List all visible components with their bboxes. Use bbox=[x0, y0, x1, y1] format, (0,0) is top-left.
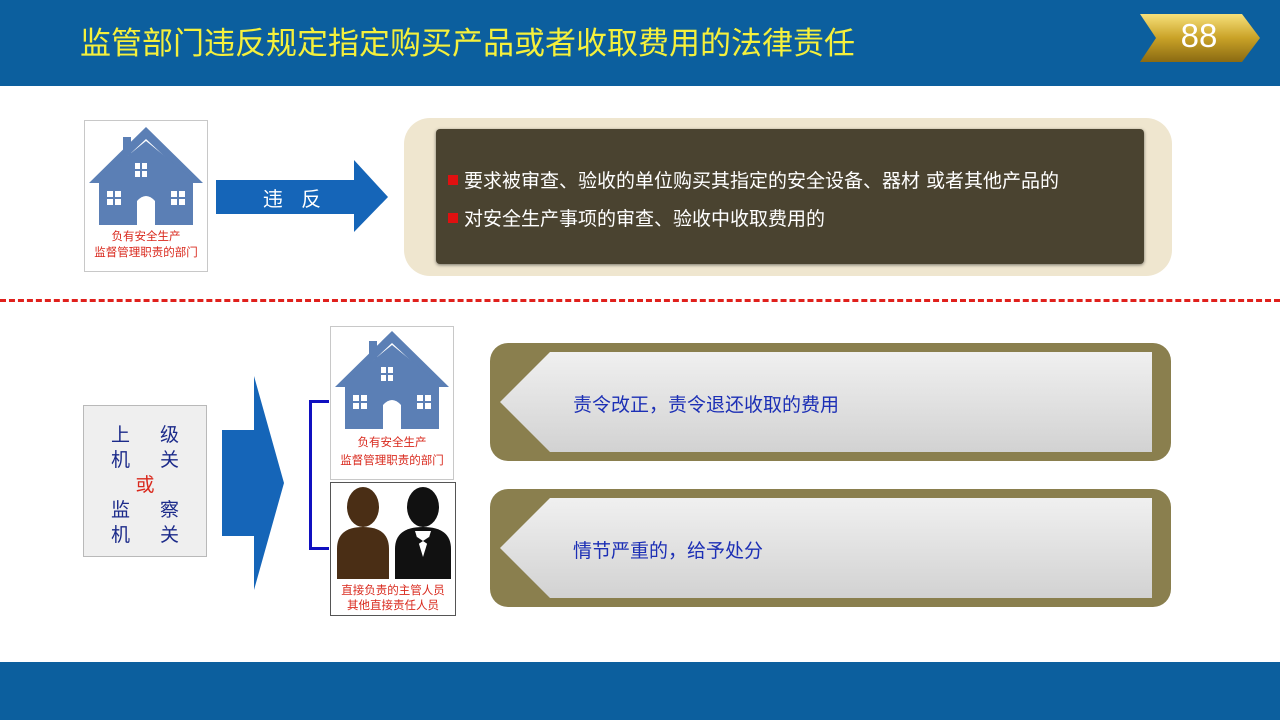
authority-line-1: 上 级 bbox=[110, 424, 192, 446]
penalty-arrow-shape bbox=[500, 498, 1152, 598]
authority-line-2: 机 关 bbox=[110, 449, 192, 471]
department-label-line2: 监督管理职责的部门 bbox=[94, 245, 198, 259]
people-label-line2: 其他直接责任人员 bbox=[347, 598, 439, 612]
violation-text-1: 要求被审查、验收的单位购买其指定的安全设备、器材 或者其他产品的 bbox=[464, 170, 1060, 192]
department-card-top: 负有安全生产 监督管理职责的部门 bbox=[84, 120, 208, 272]
authority-line-4: 监 察 bbox=[110, 499, 192, 521]
bullet-square-icon bbox=[448, 175, 458, 185]
authority-line-5: 机 关 bbox=[110, 524, 192, 546]
violations-box bbox=[436, 129, 1144, 264]
penalty-box-1: 责令改正，责令退还收取的费用 bbox=[490, 343, 1171, 461]
target-bracket bbox=[309, 400, 329, 550]
footer-bar bbox=[0, 662, 1280, 720]
authority-or: 或 bbox=[135, 474, 155, 496]
violation-item-1: 要求被审查、验收的单位购买其指定的安全设备、器材 或者其他产品的 bbox=[448, 166, 1059, 193]
house-icon bbox=[335, 331, 449, 429]
page-title: 监管部门违反规定指定购买产品或者收取费用的法律责任 bbox=[80, 26, 855, 62]
violation-text-2: 对安全生产事项的审查、验收中收取费用的 bbox=[464, 208, 826, 230]
people-label-line1: 直接负责的主管人员 bbox=[341, 583, 445, 597]
big-right-arrow-icon bbox=[222, 376, 284, 590]
section-divider bbox=[0, 299, 1280, 302]
page-number-badge bbox=[1140, 14, 1260, 62]
header-bar bbox=[0, 0, 1280, 86]
department-card-bottom: 负有安全生产 监督管理职责的部门 bbox=[330, 326, 454, 480]
penalty-text-2: 情节严重的，给予处分 bbox=[573, 540, 764, 562]
bullet-square-icon bbox=[448, 213, 458, 223]
penalty-box-2: 情节严重的，给予处分 bbox=[490, 489, 1171, 607]
department-label-line1: 负有安全生产 bbox=[111, 229, 181, 243]
penalty-text-1: 责令改正，责令退还收取的费用 bbox=[573, 394, 840, 416]
violation-item-2: 对安全生产事项的审查、验收中收取费用的 bbox=[448, 204, 825, 231]
house-icon bbox=[89, 127, 203, 225]
penalty-arrow-shape bbox=[500, 352, 1152, 452]
people-icon bbox=[337, 487, 451, 579]
right-arrow-icon bbox=[216, 160, 388, 232]
department-label-line2: 监督管理职责的部门 bbox=[340, 453, 444, 467]
responsible-persons-card: 直接负责的主管人员 其他直接责任人员 bbox=[330, 482, 456, 616]
authority-box: 上 级 机 关 或 监 察 机 关 bbox=[83, 405, 207, 557]
department-label-line1: 负有安全生产 bbox=[357, 435, 427, 449]
page-number: 88 bbox=[1180, 17, 1218, 54]
violation-arrow-label: 违 反 bbox=[262, 187, 328, 211]
